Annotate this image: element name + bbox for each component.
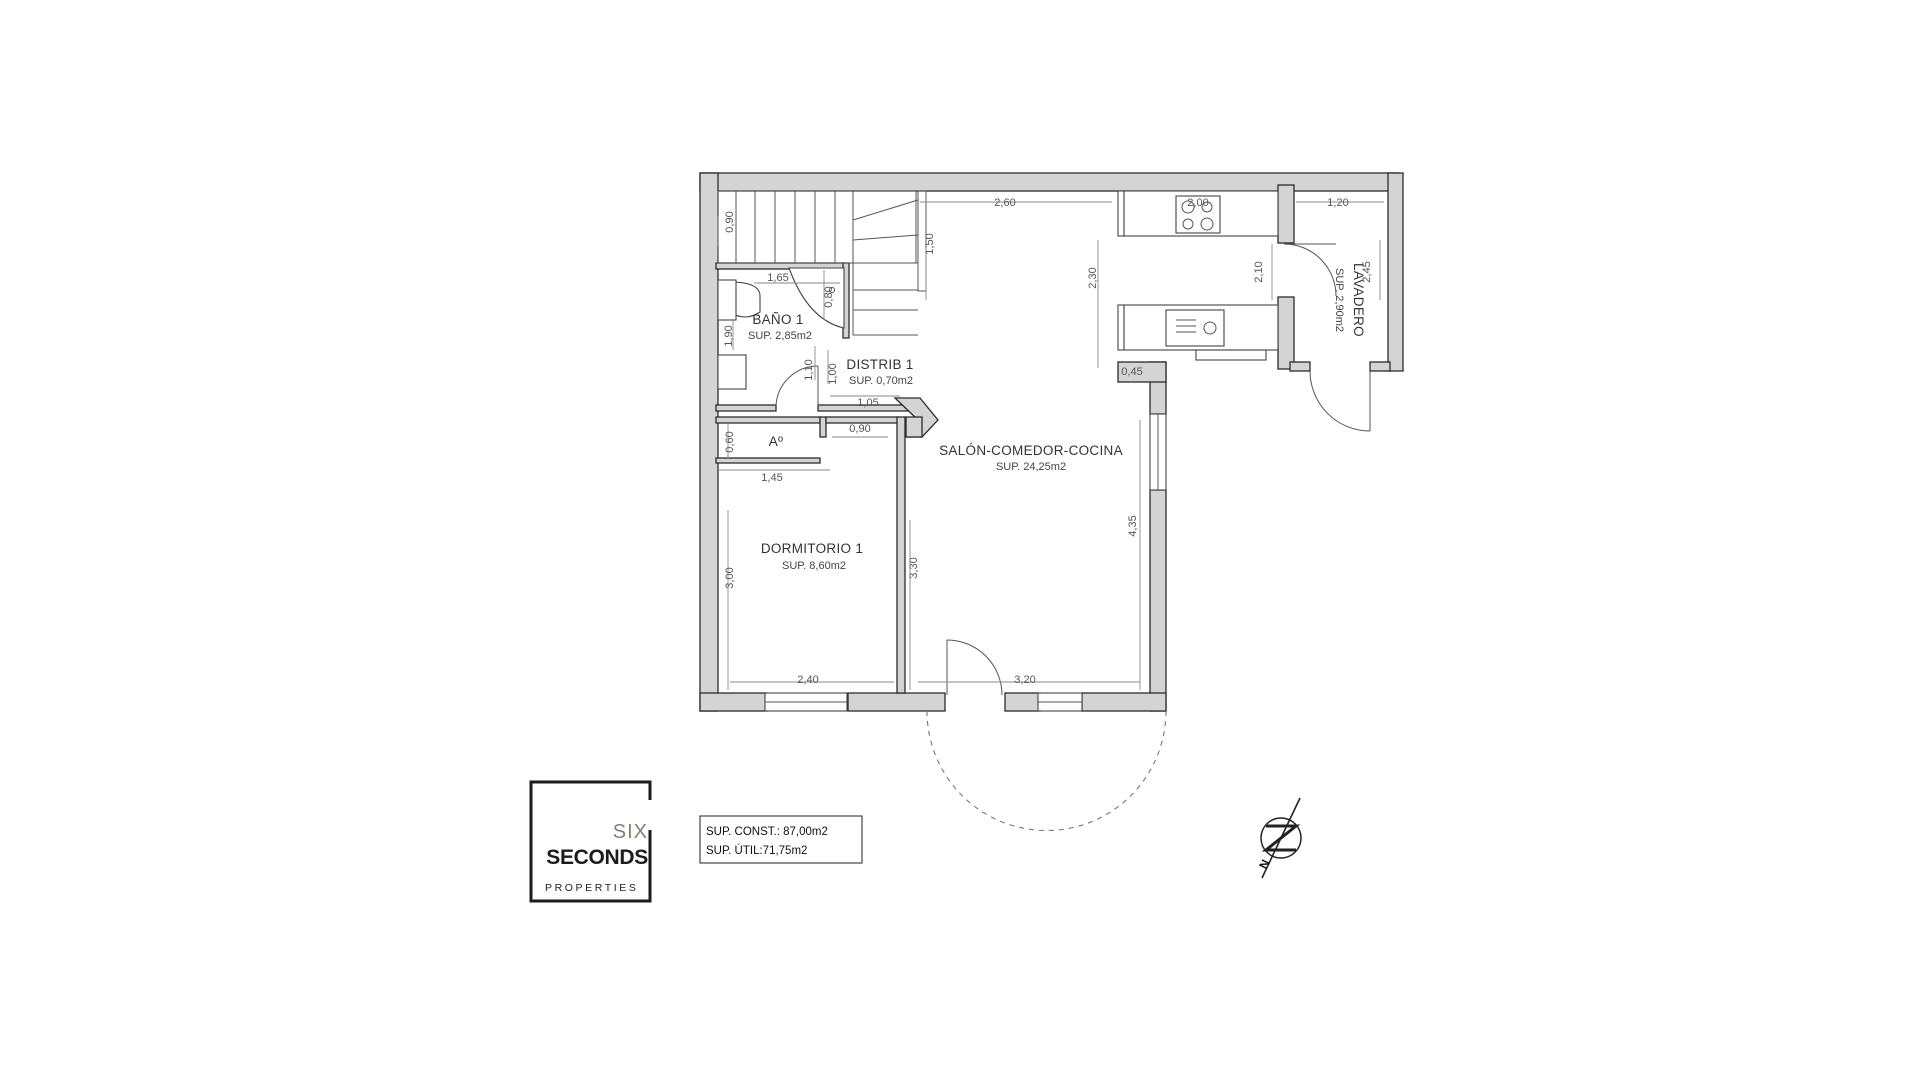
- room-area-dormitorio: SUP. 8,60m2: [782, 560, 846, 572]
- dimension-labels: 2,60 2,00 1,20 0,90 1,50 2,30 2,10 2,45 …: [723, 197, 1373, 686]
- room-labels: BAÑO 1 SUP. 2,85m2 DISTRIB 1 SUP. 0,70m2…: [748, 263, 1366, 572]
- walls: [699, 172, 1404, 712]
- doors: [775, 243, 1371, 832]
- dim-2-45: 2,45: [1361, 261, 1373, 282]
- dimension-lines: [717, 201, 1384, 690]
- logo-seconds: SECONDS: [546, 846, 648, 869]
- dim-2-60: 2,60: [994, 197, 1015, 209]
- dim-2-30: 2,30: [1087, 267, 1099, 288]
- dim-1-45: 1,45: [761, 472, 782, 484]
- logo-six: SIX: [613, 821, 648, 843]
- room-area-bano: SUP. 2,85m2: [748, 330, 812, 342]
- dim-0-45: 0,45: [1121, 366, 1142, 378]
- room-name-lavadero: LAVADERO: [1351, 263, 1366, 337]
- logo-properties: PROPERTIES: [545, 882, 639, 894]
- dim-1-50: 1,50: [924, 233, 936, 254]
- dim-0-90-wardrobe: 0,90: [849, 423, 870, 435]
- room-name-armario: Aº: [769, 434, 784, 449]
- dim-4-35: 4,35: [1127, 515, 1139, 536]
- room-name-dormitorio: DORMITORIO 1: [761, 541, 863, 556]
- six-seconds-logo: SIX SECONDS PROPERTIES: [529, 780, 656, 903]
- summary-construida: SUP. CONST.: 87,00m2: [706, 826, 828, 838]
- dim-0-80: 0,80: [823, 286, 835, 307]
- windows: [717, 354, 1167, 712]
- room-area-distrib: SUP. 0,70m2: [849, 375, 913, 387]
- dim-3-20: 3,20: [1014, 674, 1035, 686]
- room-name-salon: SALÓN-COMEDOR-COCINA: [939, 443, 1123, 458]
- dim-1-10: 1,10: [803, 359, 815, 380]
- dim-2-10: 2,10: [1253, 261, 1265, 282]
- compass-icon: N: [1256, 797, 1302, 879]
- dim-2-00: 2,00: [1187, 197, 1208, 209]
- kitchen-fixtures: [1117, 190, 1279, 361]
- dim-3-00: 3,00: [724, 567, 736, 588]
- dim-0-60: 0,60: [724, 431, 736, 452]
- room-name-bano: BAÑO 1: [752, 312, 803, 327]
- dim-1-20: 1,20: [1327, 197, 1348, 209]
- area-summary-box: SUP. CONST.: 87,00m2 SUP. ÚTIL:71,75m2: [699, 815, 863, 864]
- room-name-distrib: DISTRIB 1: [846, 357, 913, 372]
- dim-3-30: 3,30: [908, 557, 920, 578]
- room-area-lavadero: SUP. 2,90m2: [1333, 268, 1345, 332]
- dim-1-05: 1,05: [857, 397, 878, 409]
- dim-1-90: 1,90: [723, 325, 735, 346]
- room-area-salon: SUP. 24,25m2: [996, 461, 1066, 473]
- summary-util: SUP. ÚTIL:71,75m2: [706, 844, 807, 857]
- dim-2-40: 2,40: [797, 674, 818, 686]
- dim-0-90-stair: 0,90: [724, 211, 736, 232]
- dim-1-00: 1,00: [827, 363, 839, 384]
- dim-1-65: 1,65: [767, 272, 788, 284]
